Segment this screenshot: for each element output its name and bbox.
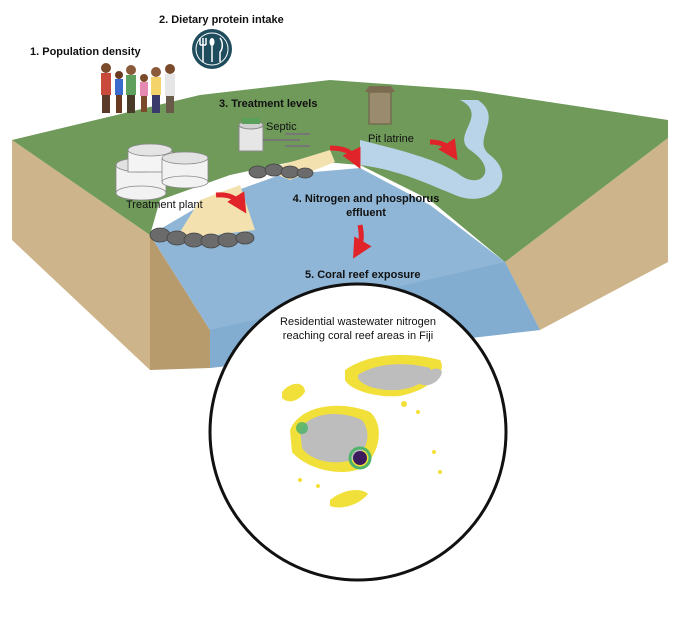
inset-title-1: Residential wastewater nitrogen <box>280 316 436 328</box>
left-cliff-shadow <box>150 235 210 370</box>
pit-latrine <box>365 86 395 125</box>
land-surface <box>12 80 668 262</box>
label-population-density: 1. Population density <box>30 46 141 58</box>
inset-map <box>208 282 508 582</box>
right-cliff <box>505 138 668 330</box>
red-arrow-icon <box>215 138 458 259</box>
label-treatment-plant: Treatment plant <box>126 199 203 211</box>
fork-spoon-knife-icon <box>192 29 232 69</box>
island-vanua-levu <box>358 364 431 391</box>
label-nutrient-effluent-1: 4. Nitrogen and phosphorus <box>292 193 440 205</box>
hotspot-suva <box>353 451 367 465</box>
rocks-left <box>149 227 255 249</box>
hotspot-west <box>296 422 308 434</box>
arrow-plant <box>215 191 247 214</box>
treatment-plant-tanks <box>115 143 209 201</box>
label-septic: Septic <box>266 121 297 133</box>
label-dietary-protein: 2. Dietary protein intake <box>159 14 284 26</box>
label-coral-reef-exposure: 5. Coral reef exposure <box>305 269 421 281</box>
reef-west <box>282 383 305 402</box>
people-group <box>101 63 175 113</box>
river <box>360 100 503 199</box>
label-pit-latrine: Pit latrine <box>368 133 414 145</box>
reef-kadavu <box>330 490 368 508</box>
label-nutrient-effluent-2: effluent <box>346 207 386 219</box>
label-treatment-levels: 3. Treatment levels <box>219 98 318 110</box>
left-cliff <box>12 140 150 370</box>
arrow-latrine <box>429 138 458 161</box>
arrow-septic <box>329 145 361 169</box>
island-viti-levu <box>300 414 368 463</box>
hotspot-suva-halo <box>348 446 372 470</box>
island-taveuni <box>420 368 442 386</box>
arrow-effluent <box>353 224 372 259</box>
septic-tank <box>238 118 310 152</box>
rocks-upper <box>248 163 314 179</box>
inset-title-2: reaching coral reef areas in Fiji <box>282 330 434 342</box>
